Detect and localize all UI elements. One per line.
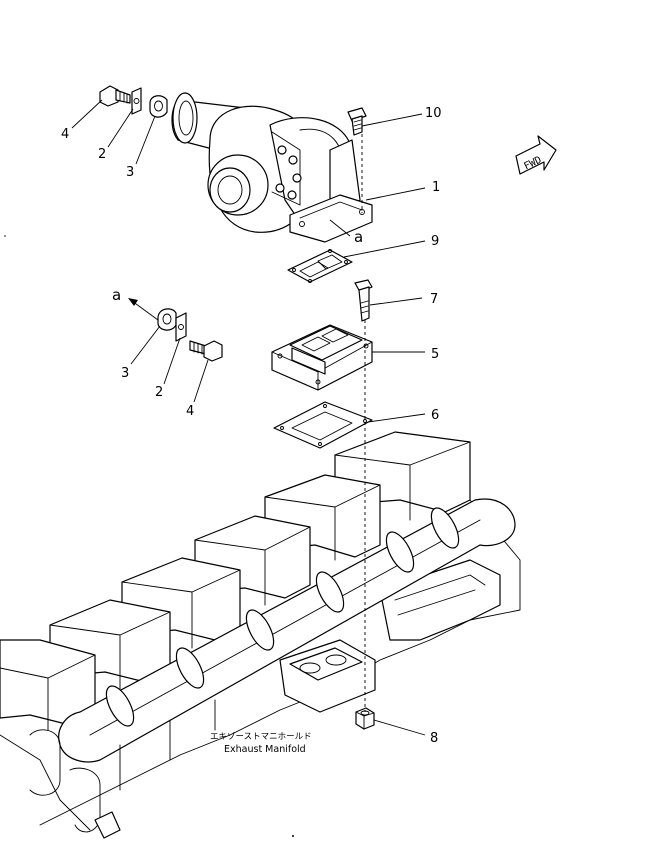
bolt-4-lower [189,340,223,362]
lock-plate-2-upper [131,87,142,115]
manifold-label-english: Exhaust Manifold [224,744,306,755]
callout-3-lower: 3 [121,366,129,381]
bolt-7 [354,279,373,322]
gasket-3-lower [157,308,177,331]
callout-9: 9 [431,234,439,249]
callout-5: 5 [431,347,439,362]
lock-plate-2-lower [175,312,187,342]
callout-3-upper: 3 [126,165,134,180]
nut-8 [355,707,375,730]
adapter-5 [271,324,373,391]
gasket-6 [273,401,373,449]
callout-8: 8 [430,731,438,746]
fwd-arrow-icon: FWD [515,135,557,175]
callout-4-upper: 4 [61,127,69,142]
bolt-10 [347,107,367,136]
callout-2-lower: 2 [155,385,163,400]
reference-letter-a-upper: a [354,228,363,246]
callout-4-lower: 4 [186,404,194,419]
exhaust-manifold [29,498,516,839]
gasket-9 [287,249,353,283]
gasket-3-upper [149,95,168,118]
callout-1: 1 [432,180,440,195]
callout-7: 7 [430,292,438,307]
leader-lines [71,99,426,736]
bolt-4-upper [99,85,131,107]
callout-6: 6 [431,408,439,423]
turbocharger [171,92,373,243]
callout-10: 10 [425,106,442,121]
callout-2-upper: 2 [98,147,106,162]
reference-letter-a-lower: a [112,286,121,304]
manifold-label-japanese: エキゾーストマニホールド [210,732,312,742]
